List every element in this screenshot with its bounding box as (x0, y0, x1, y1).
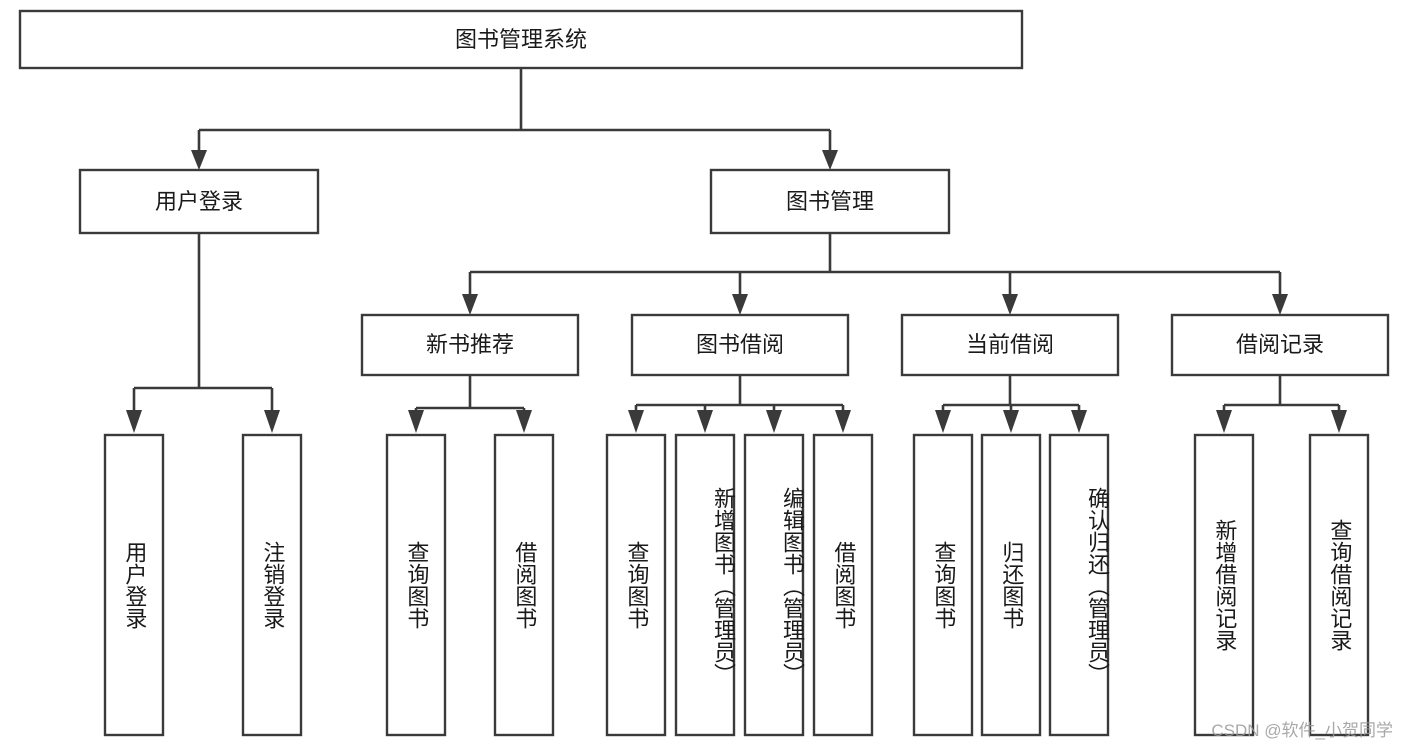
node-current-borrow[interactable] (900, 313, 1120, 377)
arrow-icon-to-book-management (822, 150, 838, 170)
connector-group-book-borrow (628, 375, 851, 433)
node-book-borrow[interactable] (630, 313, 850, 377)
node-leaf-query-book-1[interactable] (385, 433, 447, 737)
arrow-icon-new-book-recommend (462, 294, 478, 315)
connector-group-book-management (462, 233, 1288, 315)
node-leaf-add-book[interactable] (674, 433, 736, 737)
arrow-icon-borrow-record (1272, 294, 1288, 315)
node-borrow-record-label: 借阅记录 (1236, 332, 1324, 357)
connector-group-borrow-record (1216, 375, 1347, 433)
node-leaf-return-book[interactable] (980, 433, 1042, 737)
arrow-icon-leaf-confirm-return (1071, 410, 1087, 433)
arrow-icon-leaf-query-borrow-record (1331, 410, 1347, 433)
node-leaf-query-book-3[interactable] (912, 433, 974, 737)
arrow-icon-leaf-borrow-book-2 (835, 410, 851, 433)
node-book-management[interactable] (709, 168, 951, 235)
node-book-management-label: 图书管理 (786, 189, 874, 214)
connector-group-root (191, 68, 838, 170)
arrow-icon-current-borrow (1002, 294, 1018, 315)
node-user-login-label: 用户登录 (155, 189, 243, 214)
node-leaf-logout-login[interactable] (241, 433, 303, 737)
connector-group-new-book-recommend (408, 375, 532, 433)
arrow-icon-leaf-borrow-book-1 (516, 410, 532, 433)
csdn-watermark: CSDN @软件_小贺同学 (1211, 721, 1393, 740)
arrow-icon-book-borrow (732, 294, 748, 315)
node-leaf-confirm-return[interactable] (1048, 433, 1110, 737)
node-root[interactable] (18, 9, 1024, 70)
arrow-icon-leaf-query-book-2 (628, 410, 644, 433)
node-current-borrow-label: 当前借阅 (966, 332, 1054, 357)
arrow-icon-leaf-query-book-3 (935, 410, 951, 433)
node-root-label: 图书管理系统 (455, 27, 587, 52)
node-leaf-add-borrow-record[interactable] (1193, 433, 1255, 737)
arrow-icon-leaf-edit-book (766, 410, 782, 433)
node-leaf-query-book-2[interactable] (605, 433, 667, 737)
node-user-login[interactable] (78, 168, 320, 235)
node-book-borrow-label: 图书借阅 (696, 332, 784, 357)
node-new-book-recommend[interactable] (360, 313, 580, 377)
arrow-icon-leaf-return-book (1003, 410, 1019, 433)
arrow-icon-leaf-logout-login (264, 410, 280, 433)
node-leaf-query-borrow-record[interactable] (1308, 433, 1370, 737)
connector-group-current-borrow (935, 375, 1087, 433)
node-borrow-record[interactable] (1170, 313, 1390, 377)
arrow-icon-leaf-add-book (697, 410, 713, 433)
arrow-icon-leaf-add-borrow-record (1216, 410, 1232, 433)
node-new-book-recommend-label: 新书推荐 (426, 332, 514, 357)
node-leaf-edit-book[interactable] (743, 433, 805, 737)
node-leaf-user-login[interactable] (103, 433, 165, 737)
node-leaf-borrow-book-2[interactable] (812, 433, 874, 737)
connector-group-user-login (126, 233, 280, 433)
node-leaf-borrow-book-1[interactable] (493, 433, 555, 737)
arrow-icon-to-user-login (191, 150, 207, 170)
arrow-icon-leaf-query-book-1 (408, 410, 424, 433)
arrow-icon-leaf-user-login (126, 410, 142, 433)
